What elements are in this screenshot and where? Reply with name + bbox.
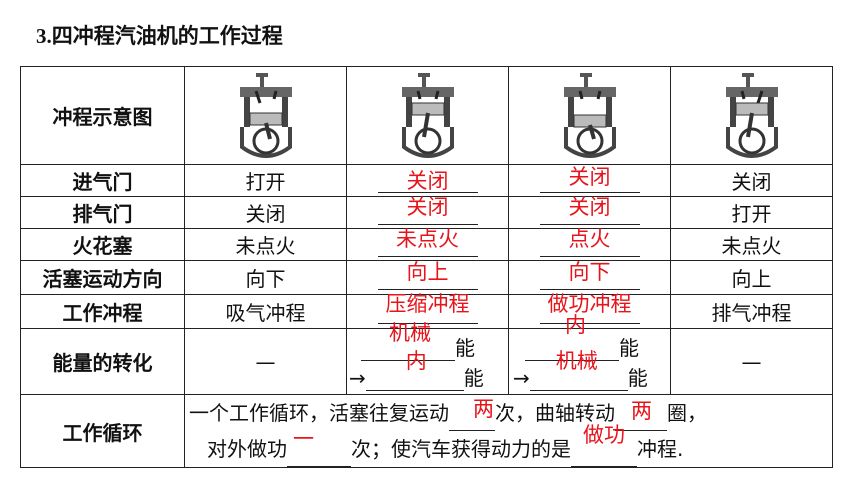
energy-unit: 能	[463, 365, 484, 390]
cell-energy-4: —	[670, 328, 833, 395]
answer-exhaust-2: 关闭	[406, 194, 449, 219]
cell-energy-1: —	[184, 328, 347, 395]
answer-energy-to-2: 内	[405, 348, 427, 373]
engine-compression-icon	[401, 72, 454, 158]
answer-piston-times: 两	[473, 397, 494, 421]
engine-power-icon	[563, 72, 616, 158]
answer-spark-3: 点火	[568, 226, 611, 251]
cell-energy-3: 内能 →机械能	[508, 313, 671, 395]
answer-power-stroke: 做功	[583, 423, 625, 447]
cell-piston-1: 向下	[184, 260, 347, 295]
cycle-text-1: 一个工作循环，活塞往复运动	[189, 401, 449, 425]
cycle-text-2: 次，曲轴转动	[495, 401, 615, 425]
answer-piston-2: 向上	[406, 259, 449, 284]
engine-diagram-intake	[184, 66, 347, 165]
cell-piston-2: 向上	[346, 260, 509, 295]
row-label-spark: 火花塞	[20, 228, 185, 261]
cycle-text-6: 冲程.	[637, 437, 684, 461]
cell-exhaust-1: 关闭	[184, 196, 347, 229]
cell-intake-3: 关闭	[508, 164, 671, 197]
cell-cycle: 一个工作循环，活塞往复运动两次，曲轴转动两圈， 对外做功一次；使汽车获得动力的是…	[184, 394, 833, 468]
row-label-diagram: 冲程示意图	[20, 66, 185, 165]
answer-crank-turns: 两	[631, 399, 652, 423]
cell-exhaust-4: 打开	[670, 196, 833, 229]
cell-exhaust-3: 关闭	[508, 195, 671, 229]
energy-arrow: →	[349, 365, 366, 390]
cell-stroke-4: 排气冲程	[670, 294, 833, 329]
engine-diagram-power	[508, 66, 671, 165]
table-row-piston: 活塞运动方向 向下 向上 向下 向上	[20, 260, 833, 295]
cell-stroke-3: 做功冲程	[508, 292, 671, 329]
answer-energy-from-3: 内	[565, 312, 586, 337]
answer-piston-3: 向下	[568, 259, 611, 284]
answer-stroke-2: 压缩冲程	[385, 291, 470, 316]
engine-diagram-compression	[346, 66, 509, 165]
engine-intake-icon	[239, 72, 292, 158]
answer-energy-from-2: 机械	[389, 320, 431, 345]
cycle-text-4: 对外做功	[207, 437, 287, 461]
cell-stroke-1: 吸气冲程	[184, 294, 347, 329]
row-label-exhaust: 排气门	[20, 196, 185, 229]
answer-energy-to-3: 机械	[555, 348, 598, 373]
row-label-energy: 能量的转化	[20, 328, 185, 395]
engine-diagram-exhaust	[670, 66, 833, 165]
section-title: 3.四冲程汽油机的工作过程	[36, 24, 283, 48]
energy-arrow: →	[513, 365, 530, 390]
table-row-spark: 火花塞 未点火 未点火 点火 未点火	[20, 227, 833, 261]
cell-spark-1: 未点火	[184, 228, 347, 261]
table-row-intake: 进气门 打开 关闭 关闭 关闭	[20, 164, 833, 197]
table-row-cycle: 工作循环 一个工作循环，活塞往复运动两次，曲轴转动两圈， 对外做功一次；使汽车获…	[20, 394, 833, 468]
answer-exhaust-3: 关闭	[568, 194, 611, 219]
cell-energy-2: 机械能 →内能	[346, 321, 509, 395]
cell-spark-4: 未点火	[670, 228, 833, 261]
row-label-stroke: 工作冲程	[20, 294, 185, 329]
row-label-cycle: 工作循环	[20, 394, 185, 468]
cell-piston-4: 向上	[670, 260, 833, 295]
table-row-diagram: 冲程示意图	[20, 66, 833, 165]
energy-unit: 能	[627, 365, 648, 390]
answer-spark-2: 未点火	[396, 226, 459, 251]
cycle-text-5: 次；使汽车获得动力的是	[351, 437, 571, 461]
cell-intake-4: 关闭	[670, 164, 833, 197]
energy-unit: 能	[455, 335, 475, 360]
answer-intake-2: 关闭	[406, 168, 449, 193]
answer-stroke-3: 做功冲程	[547, 291, 632, 316]
engine-exhaust-icon	[725, 72, 778, 158]
energy-unit: 能	[619, 335, 639, 360]
cell-spark-2: 未点火	[346, 227, 509, 261]
answer-work-times: 一	[293, 427, 314, 451]
cell-intake-2: 关闭	[346, 164, 509, 197]
answer-intake-3: 关闭	[568, 164, 611, 189]
table-row-energy: 能量的转化 — 机械能 →内能 内能 →机械能 —	[20, 313, 833, 395]
row-label-piston: 活塞运动方向	[20, 260, 185, 295]
engine-stroke-table: 冲程示意图	[20, 66, 833, 468]
cell-intake-1: 打开	[184, 164, 347, 197]
cycle-text-3: 圈，	[667, 401, 707, 425]
row-label-intake: 进气门	[20, 164, 185, 197]
